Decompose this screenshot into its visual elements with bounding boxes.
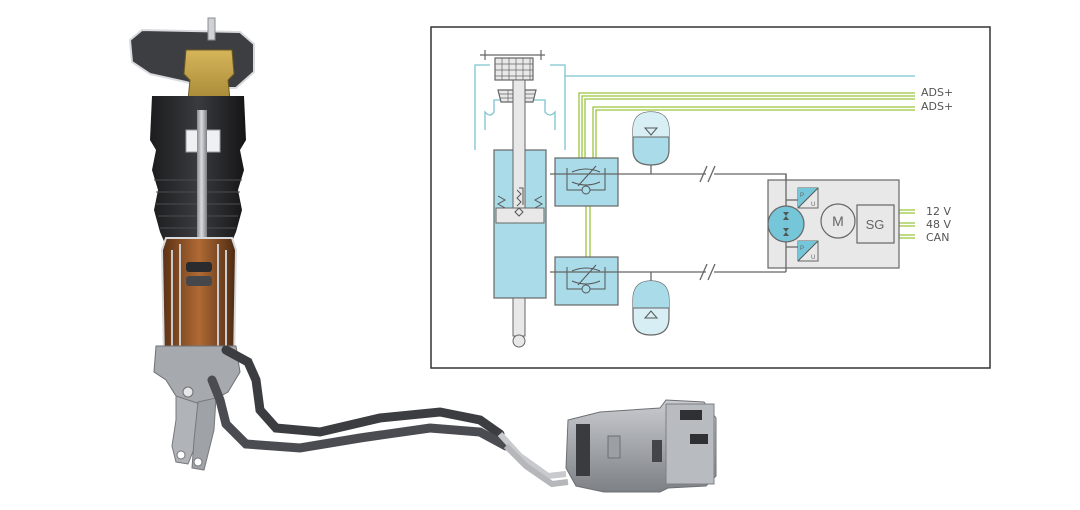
supply-48v-label: 48 V: [926, 218, 951, 231]
rod-lower: [512, 297, 526, 337]
tube-walls: [171, 244, 227, 356]
suspension-illustration: [128, 17, 717, 493]
motor-symbol: [820, 203, 856, 239]
sensor-u-label-2: U: [811, 255, 815, 261]
hydraulic-schematic: P U P U M SG ADS+ ADS+ 12 V 48 V CAN: [430, 26, 991, 369]
valve-block-lower: [554, 256, 619, 306]
pressure-sensor-upper: P U: [797, 187, 819, 209]
ads-label-bottom: ADS+: [921, 100, 953, 113]
damper-tube: [160, 237, 238, 361]
ads-label-top: ADS+: [921, 86, 953, 99]
electric-lines-valves: [585, 205, 591, 257]
sensor-p-label: P: [800, 193, 804, 199]
accumulator-upper: [632, 111, 670, 166]
pump-arrows-icon: [783, 212, 789, 236]
valve-block-upper: [554, 157, 619, 207]
piston-rod: [197, 110, 207, 260]
damper-valve-symbol: [496, 187, 544, 217]
valve-stem: [207, 17, 216, 41]
sensor-links: [786, 199, 798, 248]
accumulator-lower: [632, 280, 670, 336]
rod-eye: [512, 334, 526, 348]
controller-unit: [856, 204, 895, 244]
sensor-u-label: U: [811, 202, 815, 208]
metal-line: [497, 431, 567, 480]
electric-lines-ads: [578, 92, 915, 165]
bracket-hole-2: [193, 457, 203, 467]
sensor-p-label-2: P: [800, 246, 804, 252]
hydraulic-hose-lower: [207, 375, 511, 453]
bolt-icon: [182, 386, 194, 398]
pressure-sensor-lower: P U: [797, 240, 819, 262]
motor-label: M: [832, 213, 844, 229]
bracket-hole: [176, 450, 186, 460]
damper-piston: [186, 262, 212, 272]
metal-line-2: [503, 443, 569, 488]
pump-motor-unit: [565, 399, 717, 493]
hydraulic-hose-upper: [221, 345, 505, 439]
pump-symbol: [767, 205, 805, 243]
can-bus-label: CAN: [926, 231, 949, 244]
controller-label: SG: [866, 217, 885, 232]
damper-piston-lower: [186, 276, 212, 286]
supply-12v-label: 12 V: [926, 205, 951, 218]
